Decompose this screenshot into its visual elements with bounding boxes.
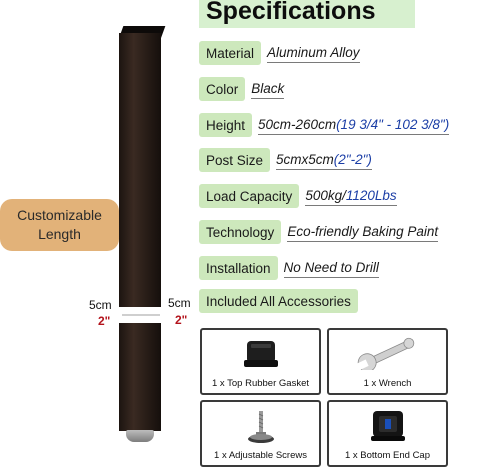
dimension-line [122, 314, 160, 316]
spec-label: Technology [199, 220, 282, 244]
accessory-box-screws: 1 x Adjustable Screws [200, 400, 321, 467]
left-dimension-cm: 5cm [89, 298, 112, 312]
spec-value: Aluminum Alloy [267, 44, 360, 63]
customizable-length-badge: Customizable Length [0, 199, 119, 251]
post-foot [126, 430, 154, 442]
spec-row-height: Height 50cm-260cm(19 3/4" - 102 3/8") [199, 113, 450, 137]
spec-label: Material [199, 41, 262, 65]
specifications-title-banner: Specifications [199, 0, 415, 28]
badge-text: Customizable Length [17, 207, 102, 242]
spec-value: 50cm-260cm(19 3/4" - 102 3/8") [258, 116, 450, 135]
spec-label: Height [199, 113, 253, 137]
spec-row-installation: Installation No Need to Drill [199, 256, 379, 280]
spec-value: Black [251, 80, 285, 99]
page-title: Specifications [206, 0, 376, 25]
accessory-box-wrench: 1 x Wrench [327, 328, 448, 395]
adjustable-screw-icon [202, 408, 319, 448]
spec-value: 500kg/1120Lbs [305, 187, 397, 206]
right-dimension-cm: 5cm [168, 296, 191, 310]
accessory-caption: 1 x Adjustable Screws [214, 450, 307, 461]
left-dimension-inch: 2" [98, 314, 111, 328]
post-image [119, 33, 161, 431]
spec-label: Installation [199, 256, 278, 280]
spec-row-technology: Technology Eco-friendly Baking Paint [199, 220, 439, 244]
spec-row-material: Material Aluminum Alloy [199, 41, 360, 65]
accessory-box-end-cap: 1 x Bottom End Cap [327, 400, 448, 467]
spec-value: Eco-friendly Baking Paint [287, 223, 439, 242]
accessory-box-gasket: 1 x Top Rubber Gasket [200, 328, 321, 395]
spec-value: No Need to Drill [283, 259, 379, 278]
accessory-caption: 1 x Wrench [363, 378, 412, 389]
spec-label: Color [199, 77, 246, 101]
spec-row-post-size: Post Size 5cmx5cm(2"-2") [199, 148, 372, 172]
spec-label: Load Capacity [199, 184, 300, 208]
accessory-caption: 1 x Bottom End Cap [344, 450, 431, 461]
spec-row-accessories: Included All Accessories [199, 289, 358, 313]
right-dimension-inch: 2" [175, 313, 188, 327]
end-cap-icon [329, 408, 446, 444]
spec-value: 5cmx5cm(2"-2") [276, 151, 372, 170]
rubber-gasket-icon [202, 336, 319, 372]
wrench-icon [329, 336, 446, 370]
spec-row-color: Color Black [199, 77, 285, 101]
spec-label: Included All Accessories [199, 289, 358, 313]
spec-label: Post Size [199, 148, 271, 172]
spec-row-load-capacity: Load Capacity 500kg/1120Lbs [199, 184, 397, 208]
accessory-caption: 1 x Top Rubber Gasket [212, 378, 309, 389]
